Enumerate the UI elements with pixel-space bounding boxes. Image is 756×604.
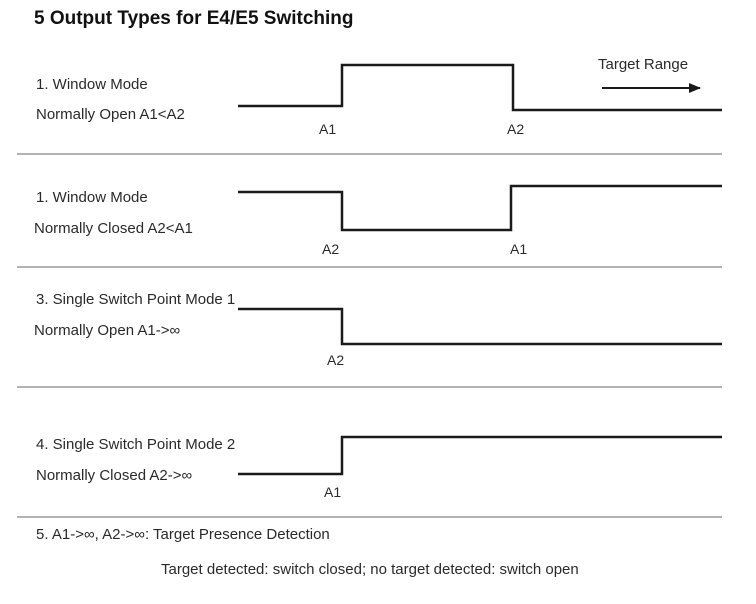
presence-detection-heading: 5. A1->∞, A2->∞: Target Presence Detecti…: [36, 526, 330, 543]
mode-subheading: Normally Open A1->∞: [34, 322, 181, 339]
switch-point-label: A2: [507, 121, 525, 137]
waveform-window-normally-open: [238, 63, 722, 112]
mode-heading: 1. Window Mode: [36, 189, 148, 206]
waveform-single-point-normally-open: [238, 307, 722, 346]
mode-heading: 1. Window Mode: [36, 76, 148, 93]
switch-point-label: A2: [327, 352, 345, 368]
target-range-label: Target Range: [598, 56, 689, 73]
mode-subheading: Normally Closed A2<A1: [34, 220, 193, 237]
mode-subheading: Normally Closed A2->∞: [36, 467, 193, 484]
waveform-single-point-normally-closed: [238, 435, 722, 476]
page-title: 5 Output Types for E4/E5 Switching: [34, 8, 354, 29]
mode-heading: 4. Single Switch Point Mode 2: [36, 436, 236, 453]
switch-point-label: A1: [324, 484, 342, 500]
presence-detection-note: Target detected: switch closed; no targe…: [161, 561, 579, 578]
mode-heading: 3. Single Switch Point Mode 1: [36, 291, 236, 308]
switch-point-label: A1: [319, 121, 337, 137]
switch-point-label: A2: [322, 241, 340, 257]
switch-point-label: A1: [510, 241, 528, 257]
mode-subheading: Normally Open A1<A2: [36, 106, 185, 123]
waveform-window-normally-closed: [238, 184, 722, 232]
